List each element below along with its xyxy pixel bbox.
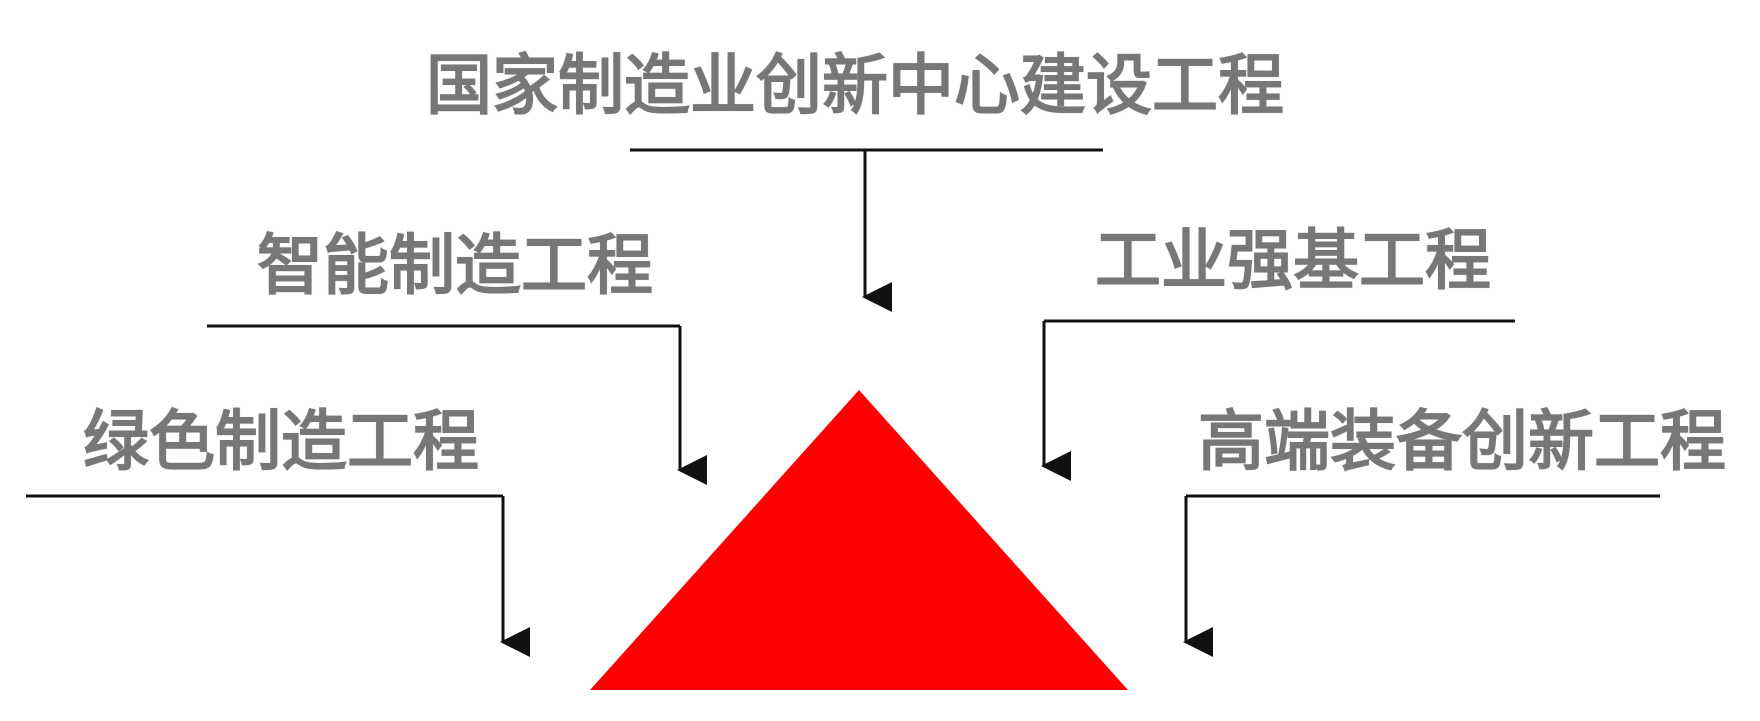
red-triangle: [590, 390, 1128, 690]
label-green-manufacturing: 绿色制造工程: [83, 403, 479, 480]
label-national-innovation-center: 国家制造业创新中心建设工程: [426, 47, 1284, 124]
label-high-end-equipment: 高端装备创新工程: [1198, 403, 1726, 480]
label-intelligent-manufacturing: 智能制造工程: [257, 227, 653, 304]
label-industrial-foundation: 工业强基工程: [1095, 222, 1491, 299]
